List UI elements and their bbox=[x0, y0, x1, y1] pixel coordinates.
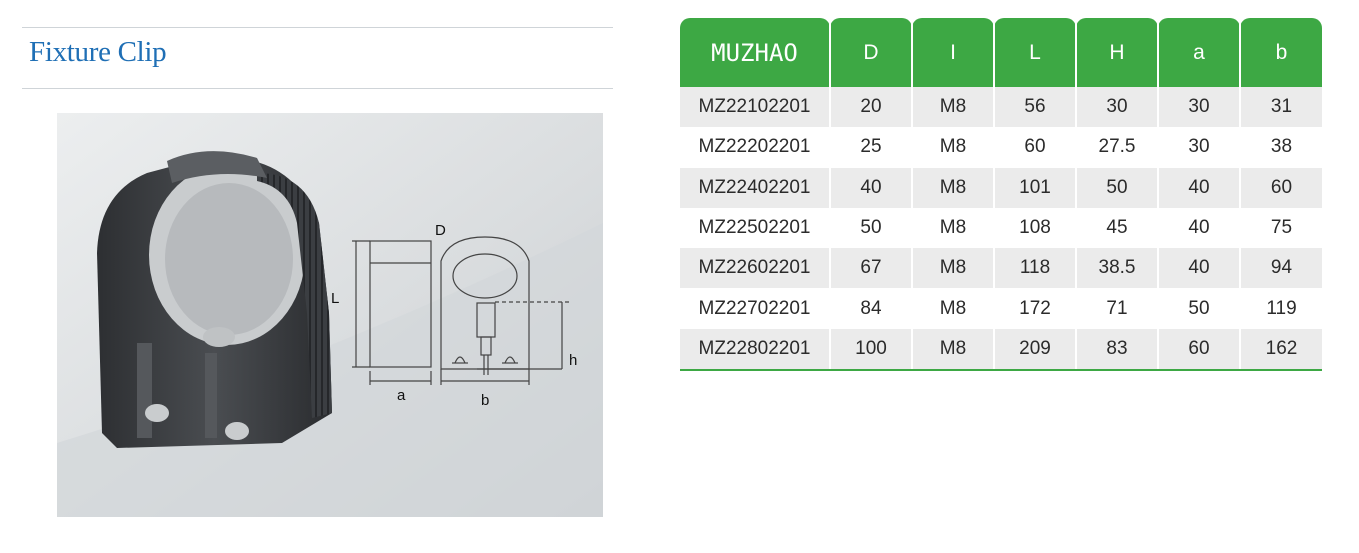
cell-i: M8 bbox=[912, 248, 995, 289]
table-row: MZ22802201 100 M8 209 83 60 162 bbox=[680, 328, 1322, 372]
header-d: D bbox=[830, 18, 913, 87]
cell-a: 50 bbox=[1158, 288, 1241, 329]
table-row: MZ22402201 40 M8 101 50 40 60 bbox=[680, 167, 1322, 208]
cell-a: 40 bbox=[1158, 207, 1241, 249]
cell-d: 25 bbox=[830, 127, 913, 168]
table-row: MZ22102201 20 M8 56 30 30 31 bbox=[680, 87, 1322, 128]
cell-h: 45 bbox=[1076, 207, 1159, 249]
header-b: b bbox=[1240, 18, 1322, 87]
cell-model: MZ22702201 bbox=[680, 288, 831, 329]
dim-label-d: D bbox=[435, 222, 446, 239]
cell-b: 60 bbox=[1240, 167, 1322, 208]
dim-label-l: L bbox=[331, 290, 339, 307]
title-rule-bottom bbox=[22, 88, 613, 89]
cell-a: 30 bbox=[1158, 87, 1241, 128]
cell-h: 27.5 bbox=[1076, 127, 1159, 168]
cell-model: MZ22502201 bbox=[680, 207, 831, 249]
cell-b: 162 bbox=[1240, 328, 1322, 372]
cell-model: MZ22202201 bbox=[680, 127, 831, 168]
table-row: MZ22502201 50 M8 108 45 40 75 bbox=[680, 207, 1322, 249]
cell-b: 75 bbox=[1240, 207, 1322, 249]
cell-i: M8 bbox=[912, 207, 995, 249]
dim-label-a: a bbox=[397, 387, 406, 404]
table-header-row: MUZHAO D I L H a b bbox=[680, 18, 1322, 87]
cell-h: 38.5 bbox=[1076, 248, 1159, 289]
header-l: L bbox=[994, 18, 1077, 87]
cell-l: 101 bbox=[994, 167, 1077, 208]
cell-l: 209 bbox=[994, 328, 1077, 372]
cell-d: 20 bbox=[830, 87, 913, 128]
cell-l: 56 bbox=[994, 87, 1077, 128]
cell-d: 100 bbox=[830, 328, 913, 372]
cell-d: 67 bbox=[830, 248, 913, 289]
cell-model: MZ22402201 bbox=[680, 167, 831, 208]
cell-a: 30 bbox=[1158, 127, 1241, 168]
cell-h: 50 bbox=[1076, 167, 1159, 208]
cell-model: MZ22102201 bbox=[680, 87, 831, 128]
title-rule-top bbox=[22, 27, 613, 28]
cell-d: 50 bbox=[830, 207, 913, 249]
cell-i: M8 bbox=[912, 167, 995, 208]
cell-h: 30 bbox=[1076, 87, 1159, 128]
cell-a: 60 bbox=[1158, 328, 1241, 372]
table-row: MZ22602201 67 M8 118 38.5 40 94 bbox=[680, 248, 1322, 289]
dim-label-b: b bbox=[481, 392, 489, 409]
table-row: MZ22202201 25 M8 60 27.5 30 38 bbox=[680, 127, 1322, 168]
cell-a: 40 bbox=[1158, 248, 1241, 289]
dim-label-h: h bbox=[569, 352, 577, 369]
header-a: a bbox=[1158, 18, 1241, 87]
cell-b: 119 bbox=[1240, 288, 1322, 329]
cell-model: MZ22602201 bbox=[680, 248, 831, 289]
cell-i: M8 bbox=[912, 288, 995, 329]
cell-a: 40 bbox=[1158, 167, 1241, 208]
cell-l: 60 bbox=[994, 127, 1077, 168]
table-row: MZ22702201 84 M8 172 71 50 119 bbox=[680, 288, 1322, 329]
spec-table: MUZHAO D I L H a b MZ22102201 20 M8 56 3… bbox=[680, 18, 1322, 372]
clip-illustration bbox=[97, 151, 332, 448]
cell-d: 84 bbox=[830, 288, 913, 329]
cell-l: 108 bbox=[994, 207, 1077, 249]
header-h: H bbox=[1076, 18, 1159, 87]
cell-model: MZ22802201 bbox=[680, 328, 831, 372]
header-brand: MUZHAO bbox=[680, 18, 831, 87]
cell-h: 71 bbox=[1076, 288, 1159, 329]
cell-i: M8 bbox=[912, 328, 995, 372]
cell-b: 31 bbox=[1240, 87, 1322, 128]
cell-i: M8 bbox=[912, 87, 995, 128]
cell-l: 172 bbox=[994, 288, 1077, 329]
cell-d: 40 bbox=[830, 167, 913, 208]
cell-h: 83 bbox=[1076, 328, 1159, 372]
section-title: Fixture Clip bbox=[29, 36, 167, 68]
product-photo: D L a b h bbox=[57, 113, 603, 517]
cell-b: 94 bbox=[1240, 248, 1322, 289]
header-i: I bbox=[912, 18, 995, 87]
cell-l: 118 bbox=[994, 248, 1077, 289]
cell-b: 38 bbox=[1240, 127, 1322, 168]
dimension-drawing bbox=[352, 236, 569, 385]
cell-i: M8 bbox=[912, 127, 995, 168]
